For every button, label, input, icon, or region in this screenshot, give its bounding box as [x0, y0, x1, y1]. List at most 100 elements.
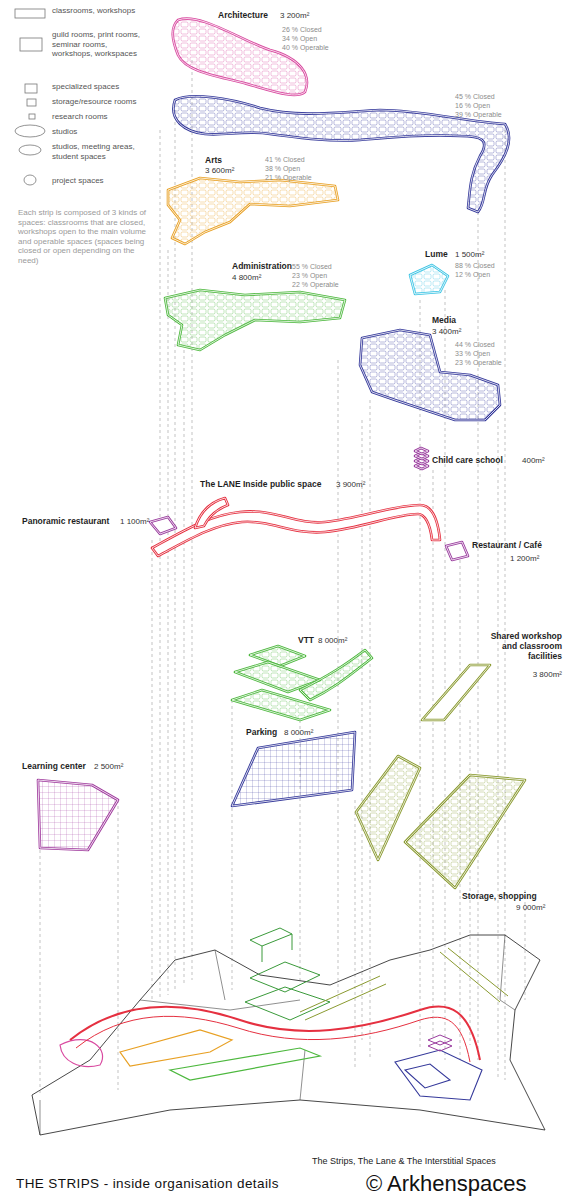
space-ratio: 21 % Operable [265, 174, 312, 182]
legend-sample [19, 145, 41, 155]
legend-sample [24, 175, 36, 185]
space-ratio: 16 % Open [455, 102, 490, 110]
space-area: 2 500m² [94, 762, 123, 772]
space-name: The LANE Inside public space [200, 479, 321, 489]
space-strip: Restaurant / Café1 200m² [440, 536, 566, 568]
space-strip: Panoramic restaurant 1 100m² [20, 512, 180, 538]
legend-text: guild rooms, print rooms, seminar rooms,… [52, 30, 144, 59]
space-name: Parking [246, 727, 277, 737]
strip-shape [168, 178, 338, 244]
space-ratio: 22 % Operable [292, 281, 339, 289]
space-area: 3 900m² [336, 480, 365, 490]
strip-inner-line [250, 646, 305, 666]
dashed-line [362, 420, 363, 1040]
space-area: 1 100m² [120, 517, 149, 527]
space-name: Administration [232, 261, 292, 271]
dashed-line [232, 700, 233, 990]
building-outline [32, 935, 545, 1135]
space-strip: Arts3 600m²41 % Closed38 % Open21 % Oper… [160, 150, 350, 250]
stack-trace [428, 1035, 452, 1051]
building-model [32, 928, 545, 1135]
space-area: 8 000m² [284, 728, 313, 738]
strip-inner-line [195, 498, 228, 528]
strip-shape [165, 290, 345, 350]
space-name: VTT [298, 635, 314, 645]
space-area: 9 000m² [516, 903, 545, 913]
strip-shape [415, 448, 428, 454]
legend-text: project spaces [52, 176, 144, 186]
strip-outline [350, 750, 566, 915]
strip-shape [195, 498, 228, 528]
legend-sample [29, 114, 35, 119]
strip-inner-line [150, 517, 176, 534]
legend-sample [20, 38, 42, 51]
strip-shape [410, 265, 448, 294]
space-ratio: 39 % Operable [455, 111, 502, 119]
space-name: Panoramic restaurant [22, 516, 109, 526]
space-ratio: 44 % Closed [455, 341, 495, 349]
space-strip: Administration4 800m²55 % Closed23 % Ope… [155, 255, 355, 355]
space-strip: The LANE Inside public space 3 900m² [145, 474, 445, 561]
strip-shape [360, 330, 500, 420]
space-name: Shared workshop and classroom facilities [486, 631, 562, 662]
strip-inner-line [152, 505, 440, 556]
dashed-line [168, 250, 169, 995]
strip-shape [405, 775, 525, 888]
strip-shape [150, 517, 176, 534]
space-ratio: 55 % Closed [292, 263, 332, 271]
strip-trace [170, 1048, 320, 1080]
dashed-line [420, 300, 421, 1050]
space-strip: Media 3 400m² 44 % Closed33 % Open23 % Ope… [350, 310, 520, 425]
legend-text: storage/resource rooms [52, 97, 144, 107]
space-strip: Shared workshop and classroom facilities… [415, 628, 566, 724]
watermark: © Arkhenspaces [366, 1171, 527, 1197]
strip-inner-line [38, 780, 118, 850]
strip-shape [152, 505, 440, 556]
title: THE STRIPS - inside organisation details [16, 1176, 279, 1192]
dashed-line [40, 850, 41, 1095]
space-name: Lume [425, 249, 448, 259]
dashed-line [175, 110, 176, 990]
strip-inner-line [165, 290, 345, 350]
strip-shape [232, 732, 355, 806]
space-area: 1 200m² [510, 554, 539, 564]
strip-shape [38, 780, 118, 850]
space-name: Learning center [22, 761, 86, 771]
strip-inner-line [232, 732, 355, 806]
legend-sample [15, 125, 45, 137]
dashed-line [498, 420, 499, 1080]
strip-inner-line [422, 665, 490, 720]
dashed-line [470, 720, 471, 1045]
strip-shape [300, 650, 372, 700]
space-strip: Parking 8 000m² [228, 722, 360, 812]
dashed-line [152, 540, 153, 1000]
lane-trace [76, 1016, 470, 1062]
space-area: 1 500m² [455, 250, 484, 260]
dashed-line [478, 212, 479, 1060]
space-area: 3 400m² [432, 327, 461, 337]
space-area: 400m² [522, 456, 545, 466]
space-strip: Storage, shopping 9 000m² [350, 750, 566, 915]
space-ratio: 33 % Open [455, 350, 490, 358]
lane-trace [70, 1007, 480, 1060]
space-strip: Child care school400m² [410, 446, 560, 476]
dashed-line [118, 800, 119, 1090]
strip-inner-line [415, 448, 428, 454]
strip-trace [120, 1030, 232, 1066]
space-ratio: 23 % Operable [455, 359, 502, 367]
strip-inner-line [168, 178, 338, 244]
space-ratio: 34 % Open [282, 35, 317, 43]
space-name: Media [432, 315, 456, 325]
legend-text: studios [52, 127, 144, 137]
strip-trace [300, 948, 508, 1020]
strip-inner-line [410, 265, 448, 294]
legend-text: studios, meeting areas, student spaces [52, 142, 144, 161]
space-strip: Lume1 500m²88 % Closed12 % Open [400, 244, 520, 299]
space-ratio: 88 % Closed [455, 262, 495, 270]
dashed-line [160, 130, 161, 1000]
legend-sample [15, 9, 45, 18]
space-name: Storage, shopping [462, 891, 537, 901]
strip-trace [395, 1050, 482, 1100]
strip-inner-line [300, 650, 372, 700]
